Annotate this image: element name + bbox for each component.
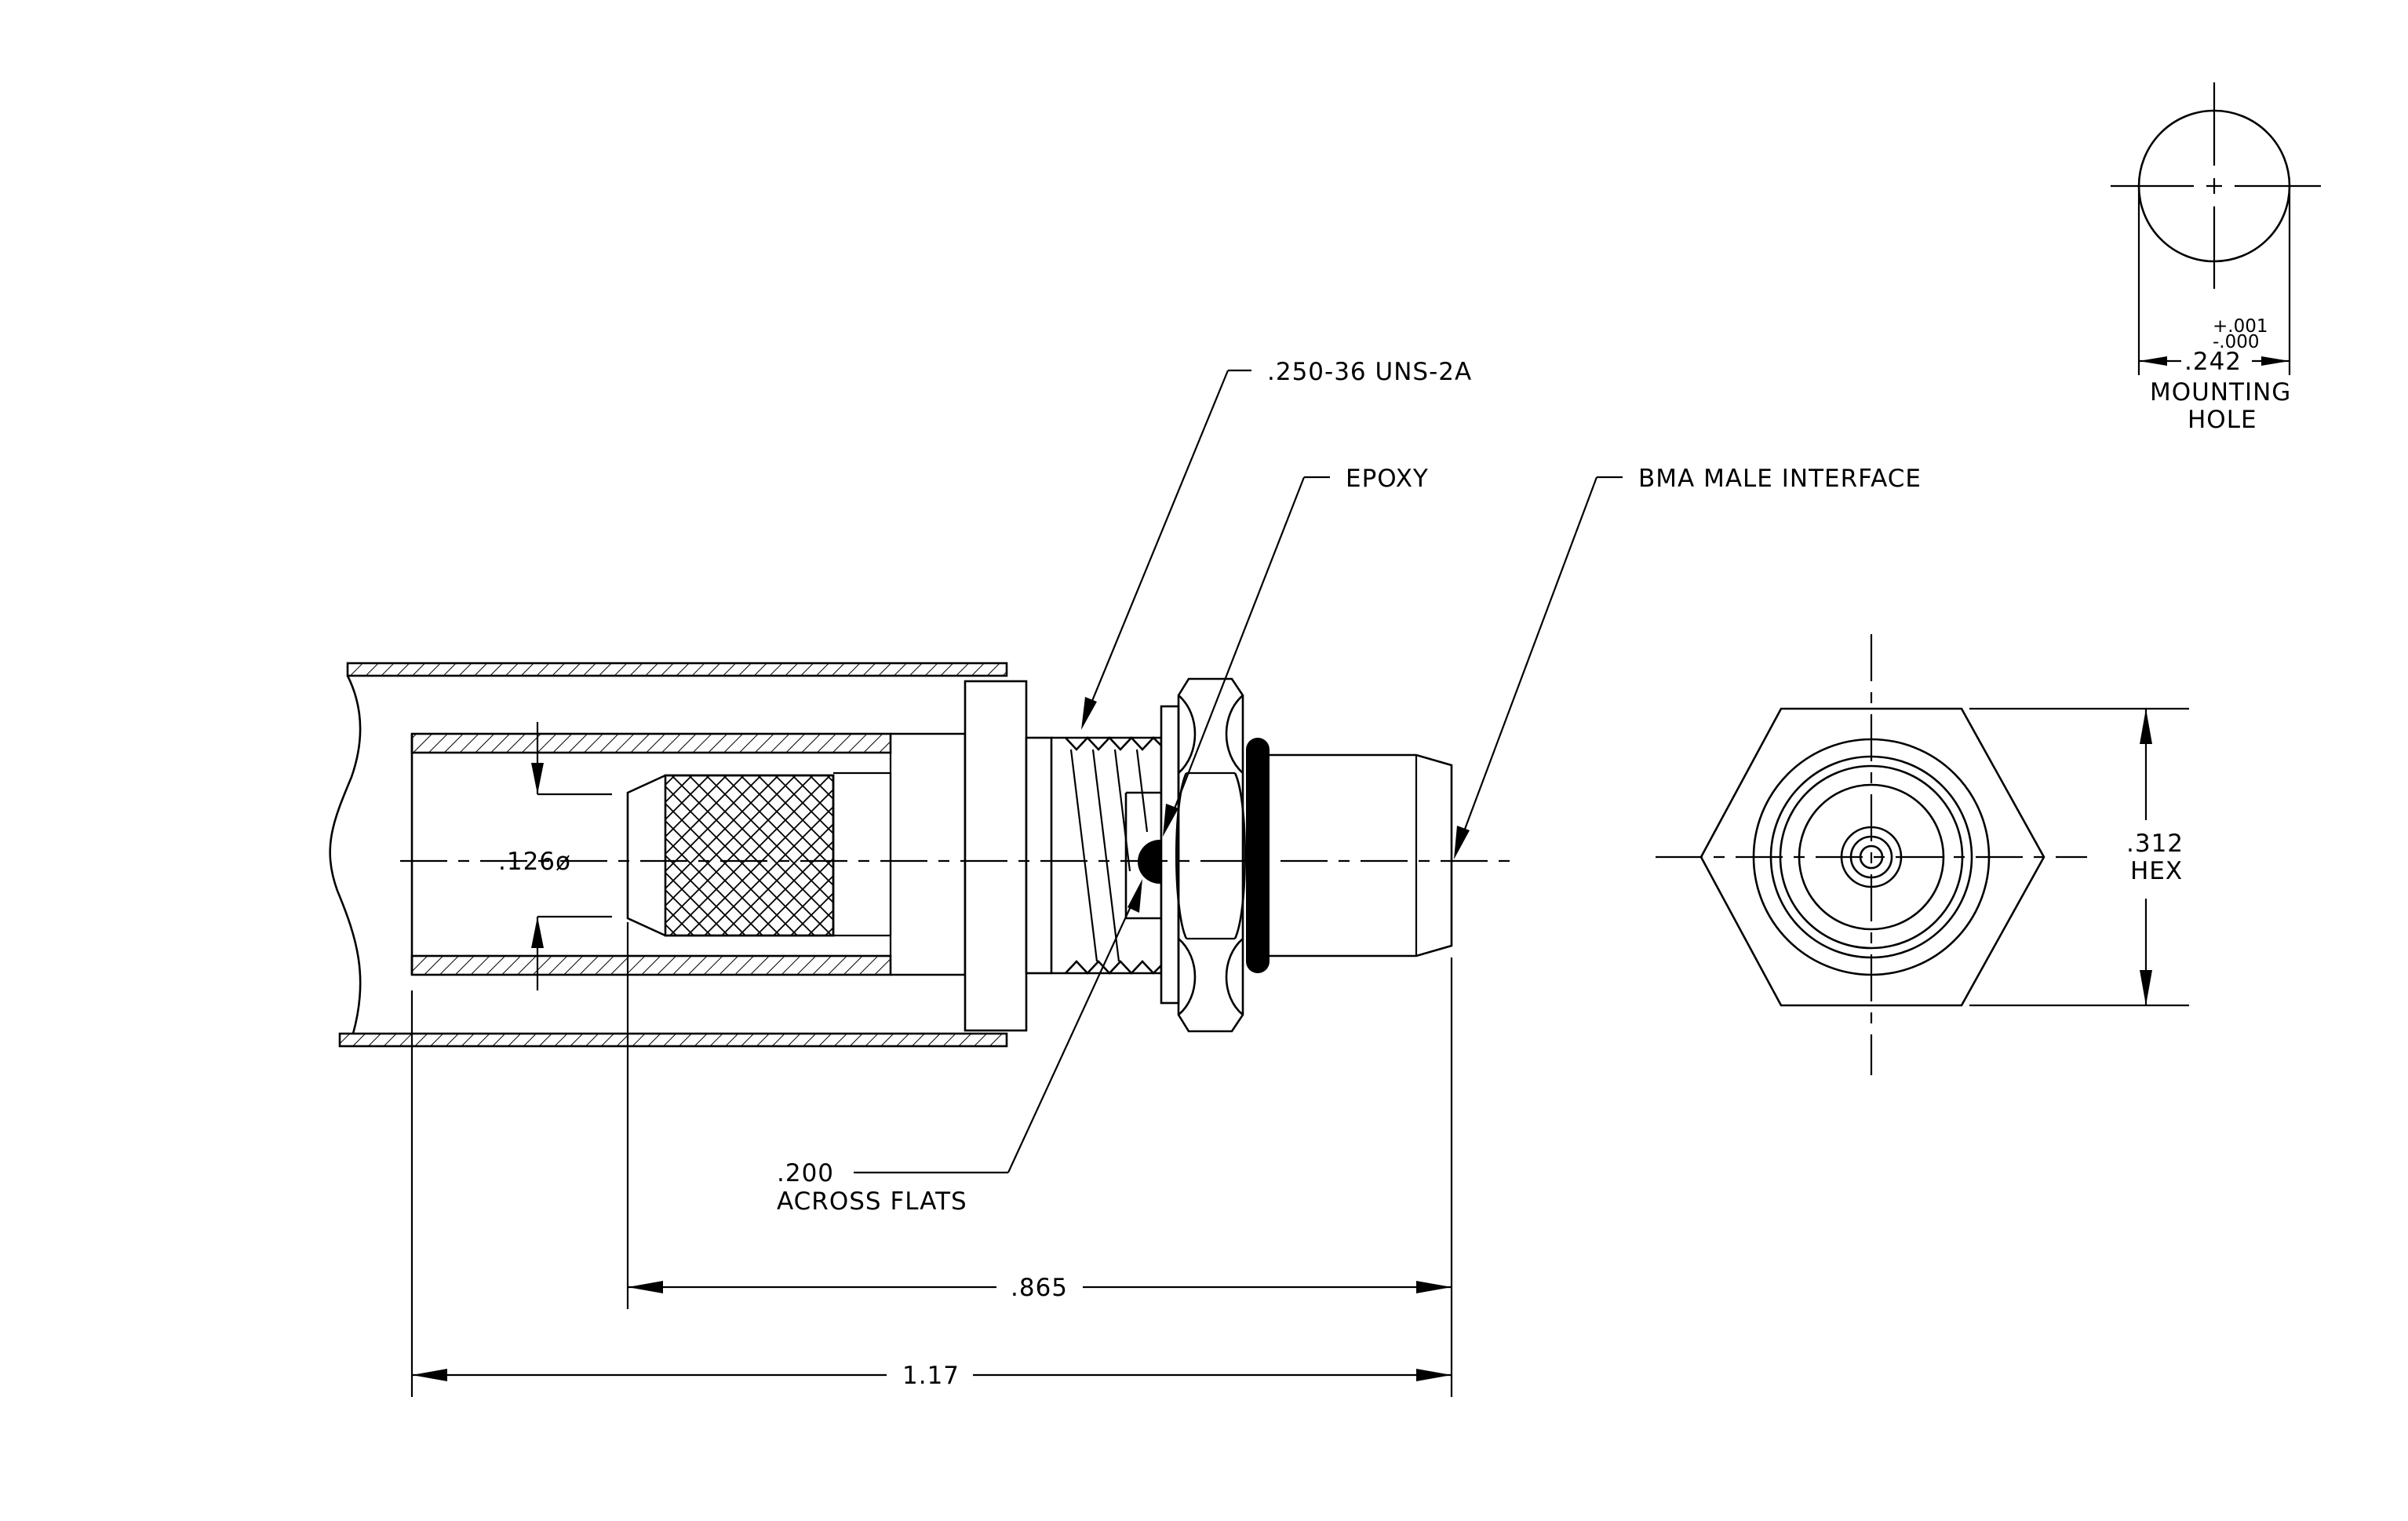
break-line <box>329 675 362 1034</box>
mounting-label-2: HOLE <box>2188 406 2257 434</box>
length-dims: .865 1.17 <box>410 922 1453 1397</box>
mounting-diameter-label: .242 <box>2184 348 2242 376</box>
length-overall-label: 1.17 <box>902 1362 960 1390</box>
hex-value-label: .312 <box>2126 830 2184 858</box>
bma-interface-body <box>1270 753 1453 957</box>
jacket-bottom-wall <box>338 1032 1008 1048</box>
thread-callout: .250-36 UNS-2A <box>1267 358 1472 386</box>
jacket-top-wall <box>346 662 1008 677</box>
tolerance-minus-label: -.000 <box>2213 332 2260 352</box>
mounting-label-1: MOUNTING <box>2150 378 2291 407</box>
mounting-hole: +.001 -.000 .242 MOUNTING HOLE <box>2111 82 2321 434</box>
pin-diameter-label: .126ø <box>498 848 571 876</box>
tolerance-plus-label: +.001 <box>2213 316 2268 337</box>
interface-callout: BMA MALE INTERFACE <box>1638 465 1922 493</box>
sleeve-bottom-wall <box>410 954 892 976</box>
length-inner-label: .865 <box>1011 1274 1068 1302</box>
hex-nut <box>1175 677 1246 1033</box>
side-view <box>329 662 1518 1048</box>
end-view: .312 HEX <box>1656 634 2189 1075</box>
flange-step <box>1025 736 1053 975</box>
flats-text-label: ACROSS FLATS <box>777 1187 967 1216</box>
callouts: .250-36 UNS-2A EPOXY BMA MALE INTERFACE … <box>777 358 1922 1216</box>
o-ring <box>1246 738 1270 973</box>
hex-text-label: HEX <box>2130 857 2183 885</box>
flange <box>964 680 1028 1032</box>
flats-value-label: .200 <box>777 1159 834 1187</box>
pin-diameter-dim: .126ø <box>498 722 612 990</box>
knurled-crimp <box>664 774 835 937</box>
epoxy-callout: EPOXY <box>1346 465 1429 493</box>
sleeve-top-wall <box>410 732 892 754</box>
